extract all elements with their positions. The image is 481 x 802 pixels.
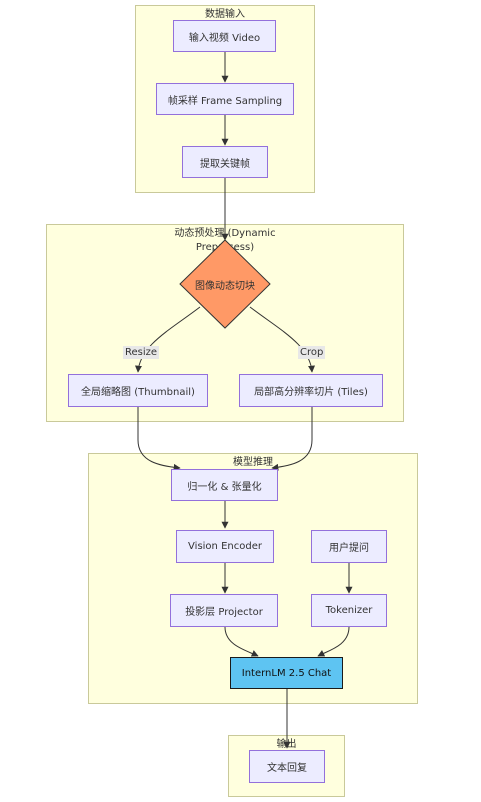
cluster-title-inference: 模型推理 — [233, 457, 273, 468]
decision-diamond — [179, 239, 271, 329]
node-user-prompt: 用户提问 — [311, 530, 387, 563]
node-frame-sampling: 帧采样 Frame Sampling — [156, 83, 294, 115]
node-local-tiles: 局部高分辨率切片 (Tiles) — [239, 374, 383, 407]
edge-tokenizer-llm — [317, 626, 350, 657]
node-dynamic-tiling-label: 图像动态切块 — [195, 280, 255, 292]
edge-decision-thumbnail — [134, 306, 201, 373]
edge-label-resize: Resize — [123, 346, 160, 359]
node-normalize-tensorize: 归一化 & 张量化 — [171, 469, 278, 501]
node-tokenizer: Tokenizer — [311, 594, 387, 627]
node-text-response: 文本回复 — [249, 750, 325, 783]
edge-label-crop: Crop — [298, 346, 326, 359]
cluster-title-data-input: 数据输入 — [205, 9, 245, 20]
edge-tiles-normalize — [271, 407, 313, 471]
node-vision-encoder: Vision Encoder — [176, 530, 274, 563]
edge-thumbnail-normalize — [137, 407, 181, 471]
node-input-video: 输入视频 Video — [173, 20, 276, 52]
node-projector: 投影层 Projector — [170, 594, 278, 627]
edge-projector-llm — [224, 626, 259, 657]
node-internlm-chat: InternLM 2.5 Chat — [230, 657, 343, 689]
edge-decision-tiles — [249, 306, 316, 373]
node-keyframe-extract: 提取关键帧 — [182, 146, 268, 178]
node-global-thumbnail: 全局缩略图 (Thumbnail) — [68, 374, 208, 407]
